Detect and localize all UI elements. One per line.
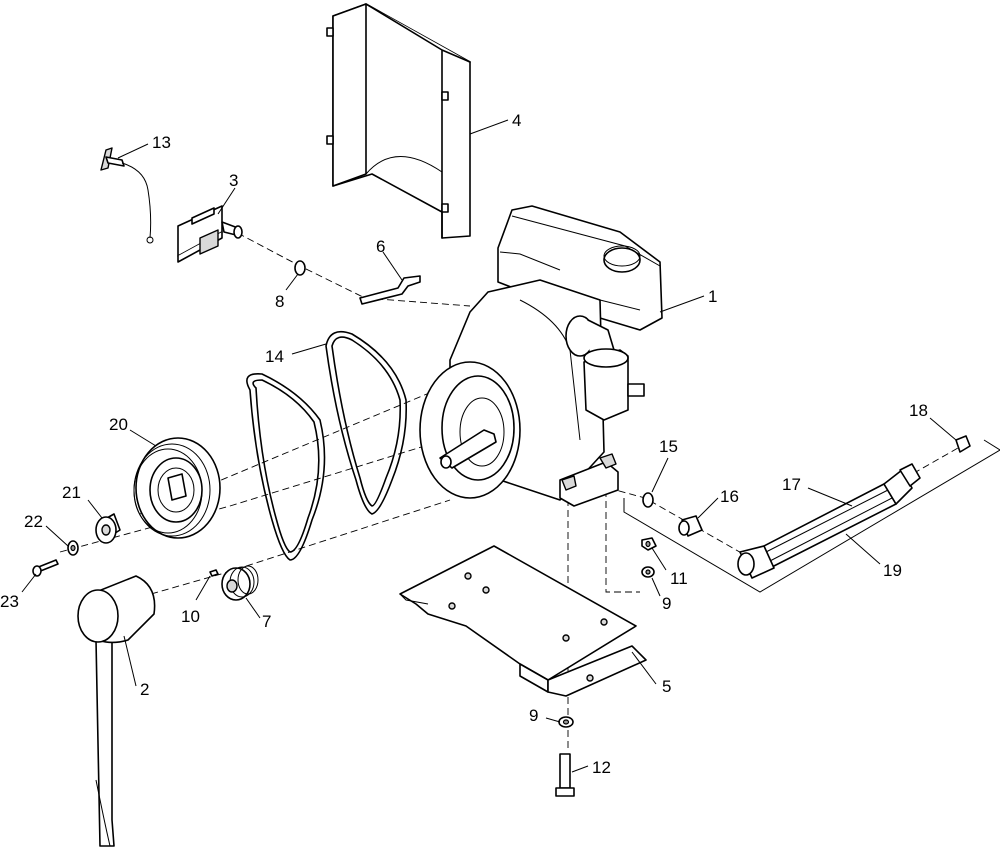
part-23-bolt [32, 559, 59, 577]
callout-12: 12 [592, 758, 611, 777]
part-19-hose-assembly-bracket [623, 439, 1000, 593]
callout-19: 19 [883, 561, 902, 580]
callout-9b: 9 [529, 706, 538, 725]
callout-20: 20 [109, 415, 128, 434]
callout-16: 16 [720, 487, 739, 506]
callout-4: 4 [512, 111, 521, 130]
callout-2: 2 [140, 680, 149, 699]
part-6-strap [359, 275, 421, 305]
part-13-clip-with-wire [100, 147, 154, 244]
part-20-pulley [133, 437, 221, 539]
part-1-engine [419, 205, 663, 507]
part-9-washer-lower [558, 716, 574, 728]
part-5-base-plate [399, 545, 647, 697]
part-3-bracket [177, 205, 243, 263]
callout-21: 21 [62, 483, 81, 502]
callout-11: 11 [670, 569, 688, 588]
callout-23: 23 [0, 592, 19, 611]
callout-15: 15 [659, 437, 678, 456]
callout-7: 7 [262, 612, 271, 631]
part-11-nut [641, 537, 657, 551]
part-8-o-ring [294, 260, 306, 276]
callout-3: 3 [229, 171, 238, 190]
part-14-v-belts [246, 330, 408, 561]
part-15-o-ring [642, 492, 654, 508]
callout-1: 1 [708, 287, 717, 306]
callout-5: 5 [662, 677, 671, 696]
callout-labels: 1 2 3 4 5 6 7 8 9 9 10 11 12 13 14 15 16… [0, 111, 928, 777]
part-4-engine-cover [326, 3, 471, 239]
leader-lines [21, 119, 957, 773]
callout-13: 13 [152, 133, 171, 152]
part-7-damper [221, 565, 259, 601]
callout-14: 14 [265, 347, 284, 366]
part-18-plug [955, 435, 971, 453]
part-2-crank-handle [77, 575, 156, 847]
part-22-washer [67, 540, 79, 556]
callout-22: 22 [24, 512, 43, 531]
part-10-key [209, 569, 219, 577]
callout-18: 18 [909, 401, 928, 420]
part-12-bolt [555, 753, 575, 797]
callout-17: 17 [782, 475, 801, 494]
part-16-fitting [678, 515, 703, 537]
part-17-hose [737, 463, 921, 579]
callout-8: 8 [275, 292, 284, 311]
callout-9a: 9 [662, 594, 671, 613]
part-21-bushing [95, 513, 121, 544]
callout-10: 10 [181, 607, 200, 626]
part-9-washer-upper [641, 566, 655, 578]
callout-6: 6 [376, 237, 385, 256]
